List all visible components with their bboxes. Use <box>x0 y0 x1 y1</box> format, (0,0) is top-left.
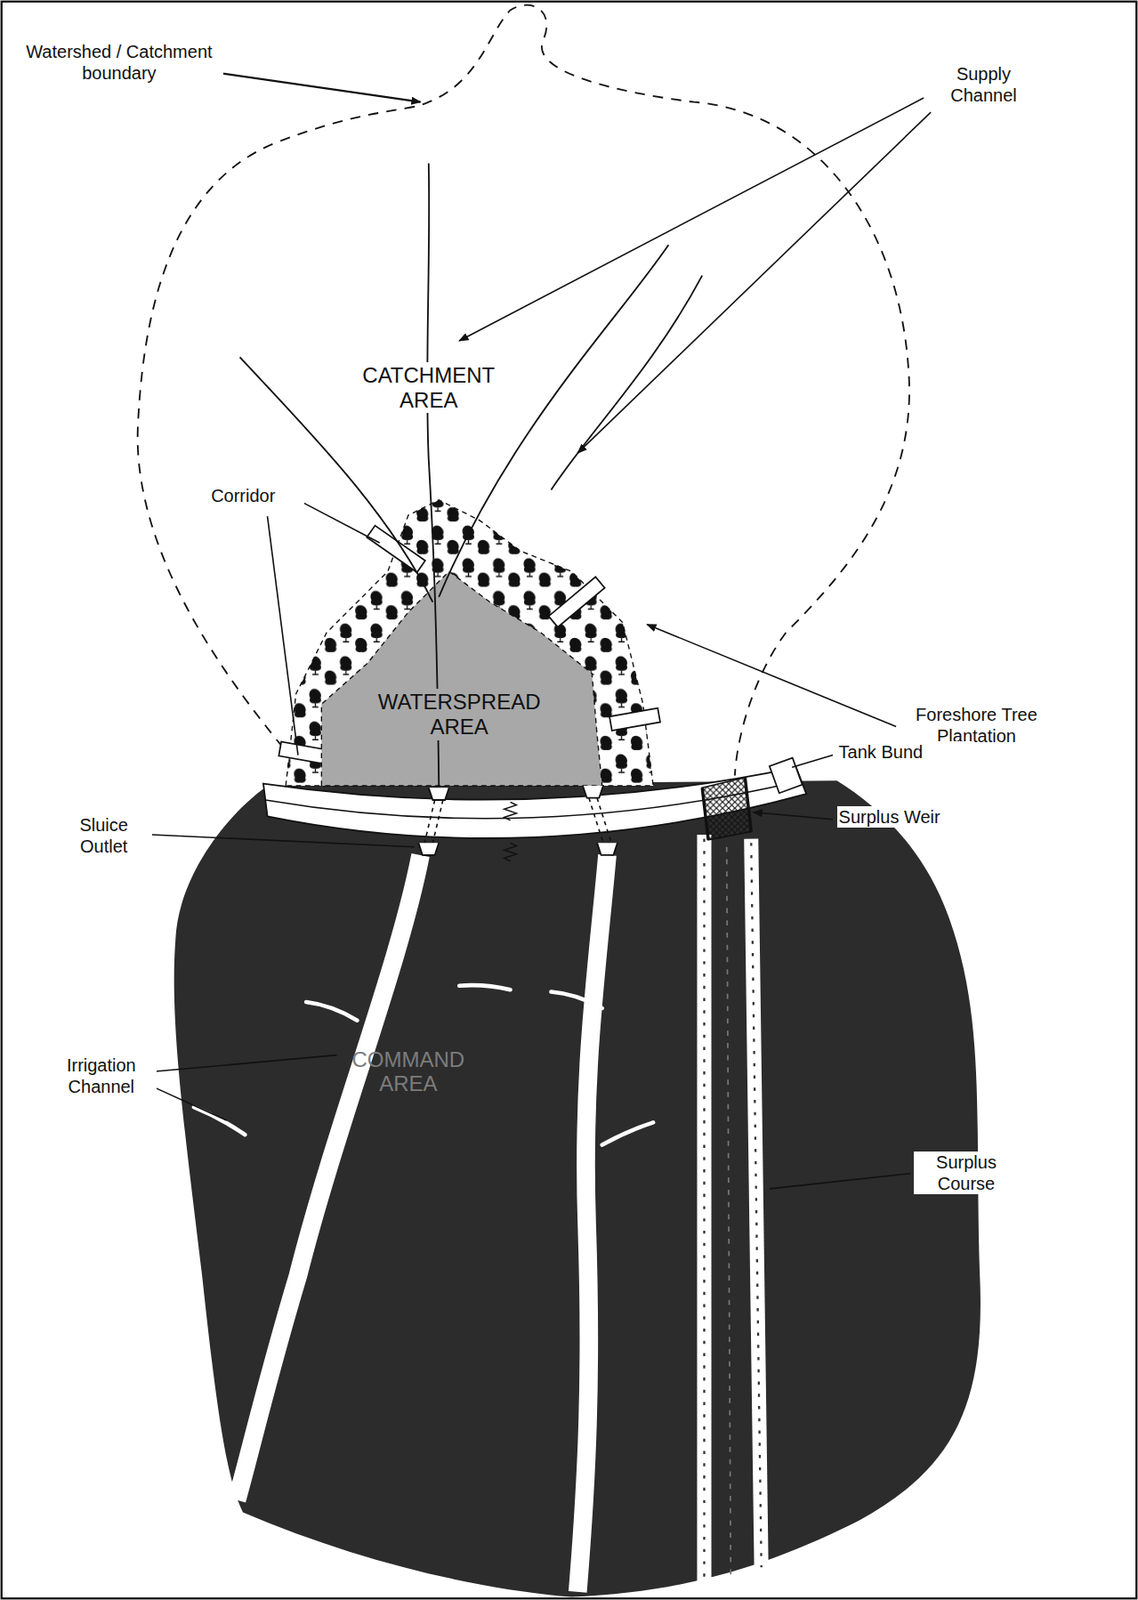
waterspread-region: WATERSPREAD AREA <box>321 500 654 786</box>
corridor-label: Corridor <box>209 484 305 507</box>
region-name: COMMAND AREA <box>328 1046 489 1098</box>
command-region: COMMAND AREA <box>173 785 980 1598</box>
boundary-label: Watershed / Catchment boundary <box>15 40 223 84</box>
course-label: Surplus Course <box>913 1151 1020 1195</box>
region-name: WATERSPREAD AREA <box>371 688 548 740</box>
channel-label: Irrigation Channel <box>46 1054 157 1098</box>
weir-label: Surplus Weir <box>837 806 974 828</box>
channel-label: Supply Channel <box>930 63 1037 106</box>
region-name: CATCHMENT AREA <box>353 362 504 413</box>
sluice-label: Sluice Outlet <box>56 814 152 857</box>
catchment-region: CATCHMENT AREA WATERSPREAD AREA <box>137 0 909 786</box>
bund-label: Tank Bund <box>837 741 974 763</box>
